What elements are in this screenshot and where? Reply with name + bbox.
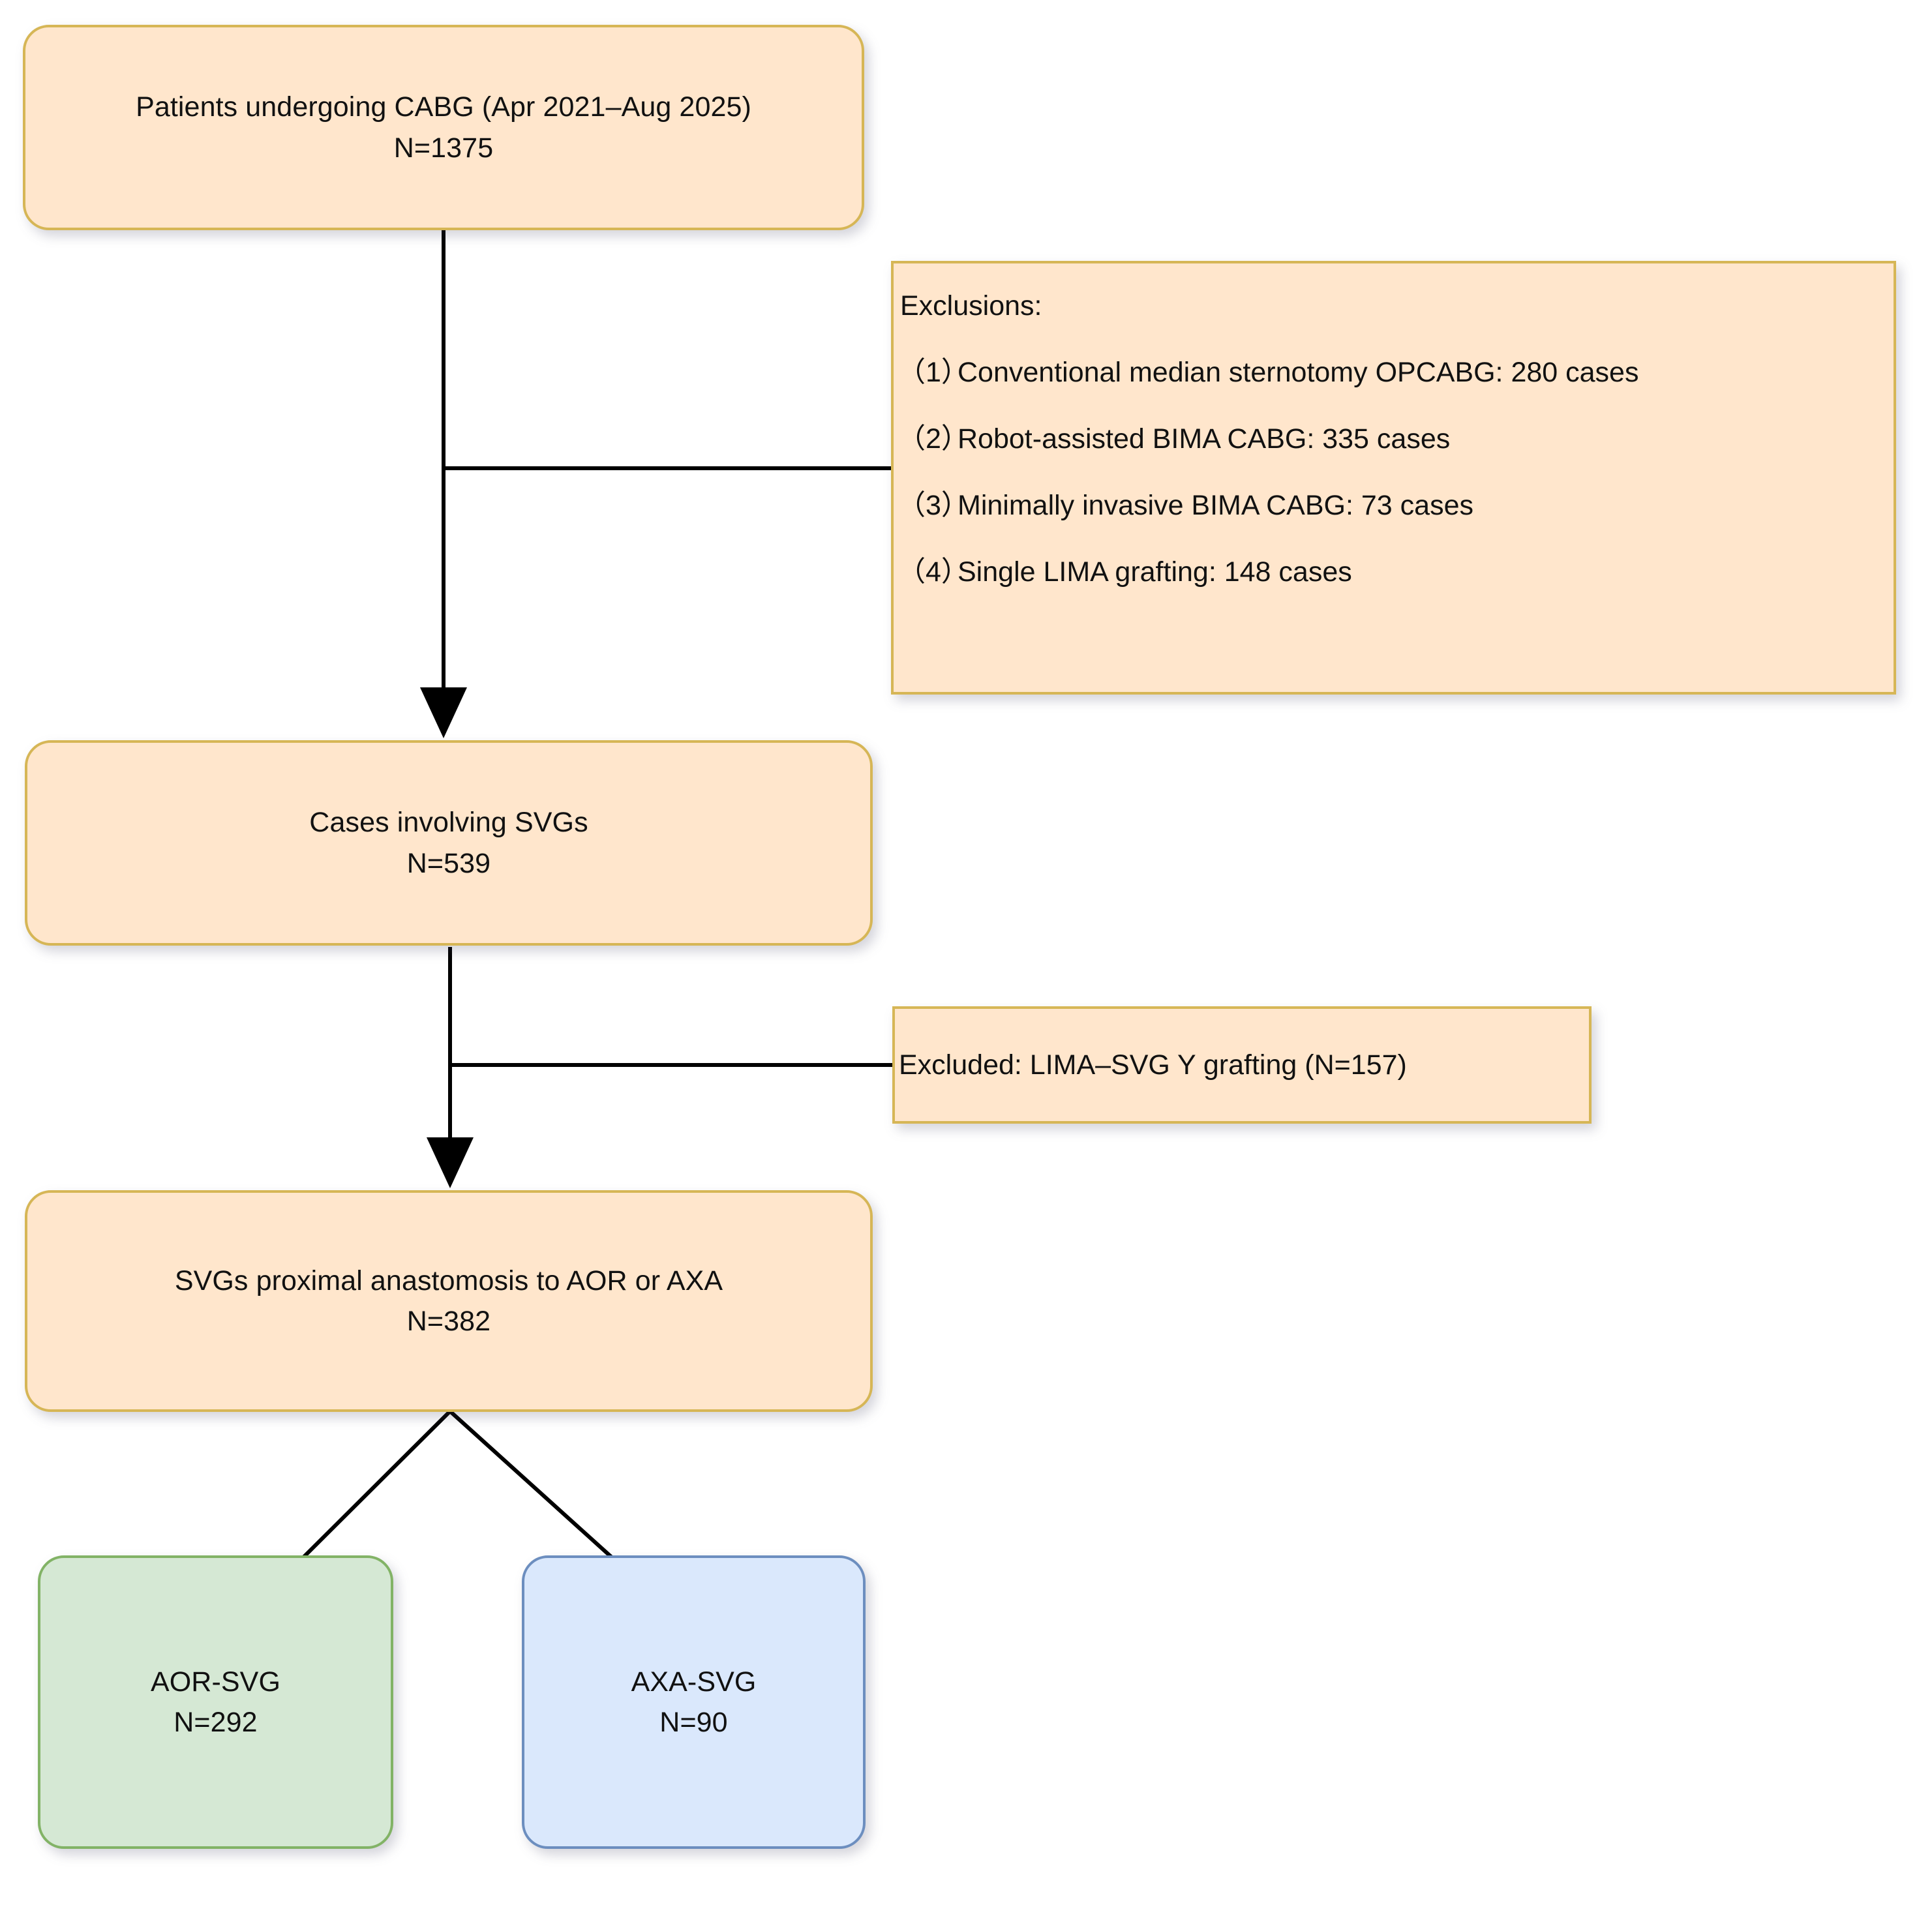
exclusion-item-3-number: （3） <box>898 489 969 521</box>
node-svg-cases-line1: Cases involving SVGs <box>309 807 588 839</box>
exclusion-item-4-number: （4） <box>898 556 969 588</box>
node-proximal-anastomosis-line1: SVGs proximal anastomosis to AOR or AXA <box>174 1265 723 1296</box>
edge-proximal-to-aorsvg <box>301 1409 452 1559</box>
exclusion-item-2-text: Robot-assisted BIMA CABG: 335 cases <box>958 423 1451 455</box>
exclusion-item-4-text: Single LIMA grafting: 148 cases <box>958 556 1352 588</box>
exclusion-item-1-text: Conventional median sternotomy OPCABG: 2… <box>958 356 1639 388</box>
node-enrollment-line1: Patients undergoing CABG (Apr 2021–Aug 2… <box>136 91 751 123</box>
exclusion-item-1-number: （1） <box>898 356 969 388</box>
node-excluded-y-graft[interactable]: Excluded: LIMA–SVG Y grafting (N=157) <box>892 1006 1592 1124</box>
exclusion-item-1: （1） Conventional median sternotomy OPCAB… <box>898 355 1888 391</box>
exclusion-item-2-number: （2） <box>898 423 969 455</box>
exclusions-list: （1） Conventional median sternotomy OPCAB… <box>898 325 1888 591</box>
node-aor-svg-body: AOR-SVG N=292 <box>40 1662 391 1743</box>
node-enrollment[interactable]: Patients undergoing CABG (Apr 2021–Aug 2… <box>23 25 864 230</box>
node-svg-cases-line2: N=539 <box>406 847 491 879</box>
node-svg-cases-body: Cases involving SVGs N=539 <box>27 802 870 884</box>
node-excluded-y-graft-text: Excluded: LIMA–SVG Y grafting (N=157) <box>899 1049 1407 1081</box>
node-proximal-anastomosis-body: SVGs proximal anastomosis to AOR or AXA … <box>27 1261 870 1342</box>
node-proximal-anastomosis-line2: N=382 <box>406 1306 491 1337</box>
node-axa-svg-body: AXA-SVG N=90 <box>524 1662 863 1743</box>
exclusion-item-2: （2） Robot-assisted BIMA CABG: 335 cases <box>898 421 1888 458</box>
exclusion-item-4: （4） Single LIMA grafting: 148 cases <box>898 554 1888 591</box>
node-proximal-anastomosis[interactable]: SVGs proximal anastomosis to AOR or AXA … <box>25 1190 873 1412</box>
node-exclusions[interactable]: Exclusions: （1） Conventional median ster… <box>891 261 1896 695</box>
node-axa-svg-line2: N=90 <box>659 1707 728 1738</box>
exclusion-item-3: （3） Minimally invasive BIMA CABG: 73 cas… <box>898 488 1888 524</box>
exclusion-item-3-text: Minimally invasive BIMA CABG: 73 cases <box>958 489 1473 521</box>
node-enrollment-body: Patients undergoing CABG (Apr 2021–Aug 2… <box>25 87 862 168</box>
node-enrollment-line2: N=1375 <box>393 132 494 164</box>
exclusions-title: Exclusions: <box>900 290 1042 322</box>
node-axa-svg-line1: AXA-SVG <box>631 1666 757 1698</box>
node-svg-cases[interactable]: Cases involving SVGs N=539 <box>25 740 873 946</box>
edge-proximal-to-axasvg <box>448 1409 614 1559</box>
node-axa-svg[interactable]: AXA-SVG N=90 <box>522 1555 866 1849</box>
node-aor-svg-line1: AOR-SVG <box>150 1666 280 1698</box>
node-aor-svg-line2: N=292 <box>174 1707 258 1738</box>
node-aor-svg[interactable]: AOR-SVG N=292 <box>38 1555 393 1849</box>
